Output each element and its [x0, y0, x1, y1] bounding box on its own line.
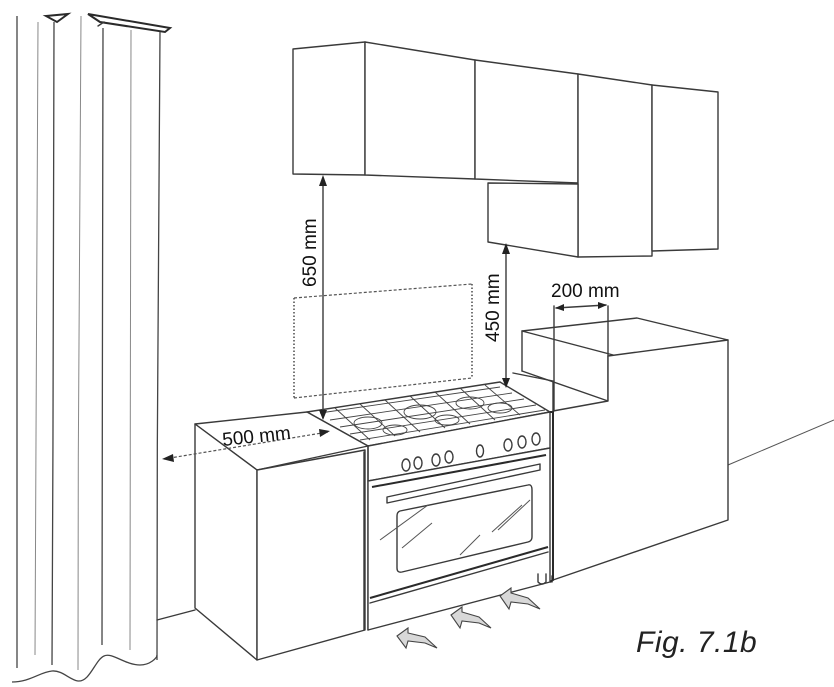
curtain — [11, 12, 173, 683]
air-arrow-1 — [396, 626, 438, 650]
dimension-650mm: 650 mm — [300, 175, 327, 420]
hob-burners — [319, 384, 546, 441]
air-flow-arrows — [396, 586, 541, 650]
upper-cabinets — [292, 41, 719, 258]
air-arrow-3 — [499, 586, 541, 611]
figure-caption: Fig. 7.1b — [636, 626, 758, 659]
wall-floor-lines — [156, 419, 834, 621]
backsplash — [293, 283, 473, 399]
control-knobs — [401, 432, 541, 472]
dimension-label-450: 450 mm — [483, 273, 504, 342]
dimension-450mm: 450 mm — [483, 243, 510, 388]
air-arrow-2 — [450, 605, 492, 630]
left-base-cabinet — [194, 411, 369, 661]
dimension-label-650: 650 mm — [300, 218, 321, 287]
range-cooker — [306, 381, 554, 631]
dimension-200mm: 200 mm — [551, 281, 620, 311]
dimension-label-200: 200 mm — [551, 281, 620, 302]
